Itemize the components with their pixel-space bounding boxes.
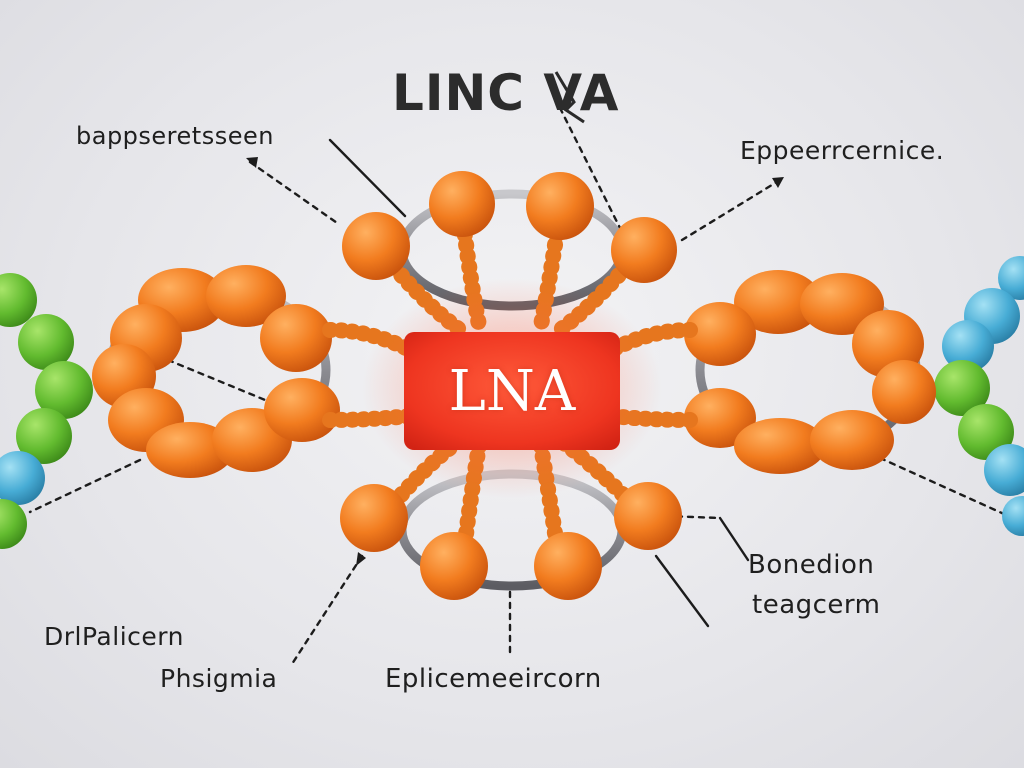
arrow-head-icon — [246, 157, 258, 168]
right-strand — [934, 256, 1024, 536]
bottom-beads — [340, 482, 682, 600]
label-bottom-center: Eplicemeeircorn — [385, 664, 602, 694]
arrow-head-icon — [356, 552, 366, 566]
core-block — [404, 332, 620, 450]
label-bottom-right-1: Bonedion — [748, 550, 875, 580]
core-label: LNA — [448, 359, 576, 424]
label-bottom-right-2: teagcerm — [752, 590, 881, 620]
leader-lines — [28, 106, 1006, 666]
left-strand — [0, 273, 93, 549]
left-chain — [92, 265, 340, 478]
top-beads — [342, 171, 677, 283]
diagram-title: LINC VA — [392, 64, 620, 122]
right-chain — [684, 270, 936, 474]
arrow-head-icon — [772, 177, 784, 188]
title-crack — [554, 71, 585, 124]
label-bottom-left-1: DrlPalicern — [44, 622, 184, 651]
label-top-right: Eppeerrcernice. — [740, 136, 945, 165]
label-top-left: bappseretsseen — [76, 122, 274, 150]
label-bottom-left-2: Phsigmia — [160, 664, 278, 693]
